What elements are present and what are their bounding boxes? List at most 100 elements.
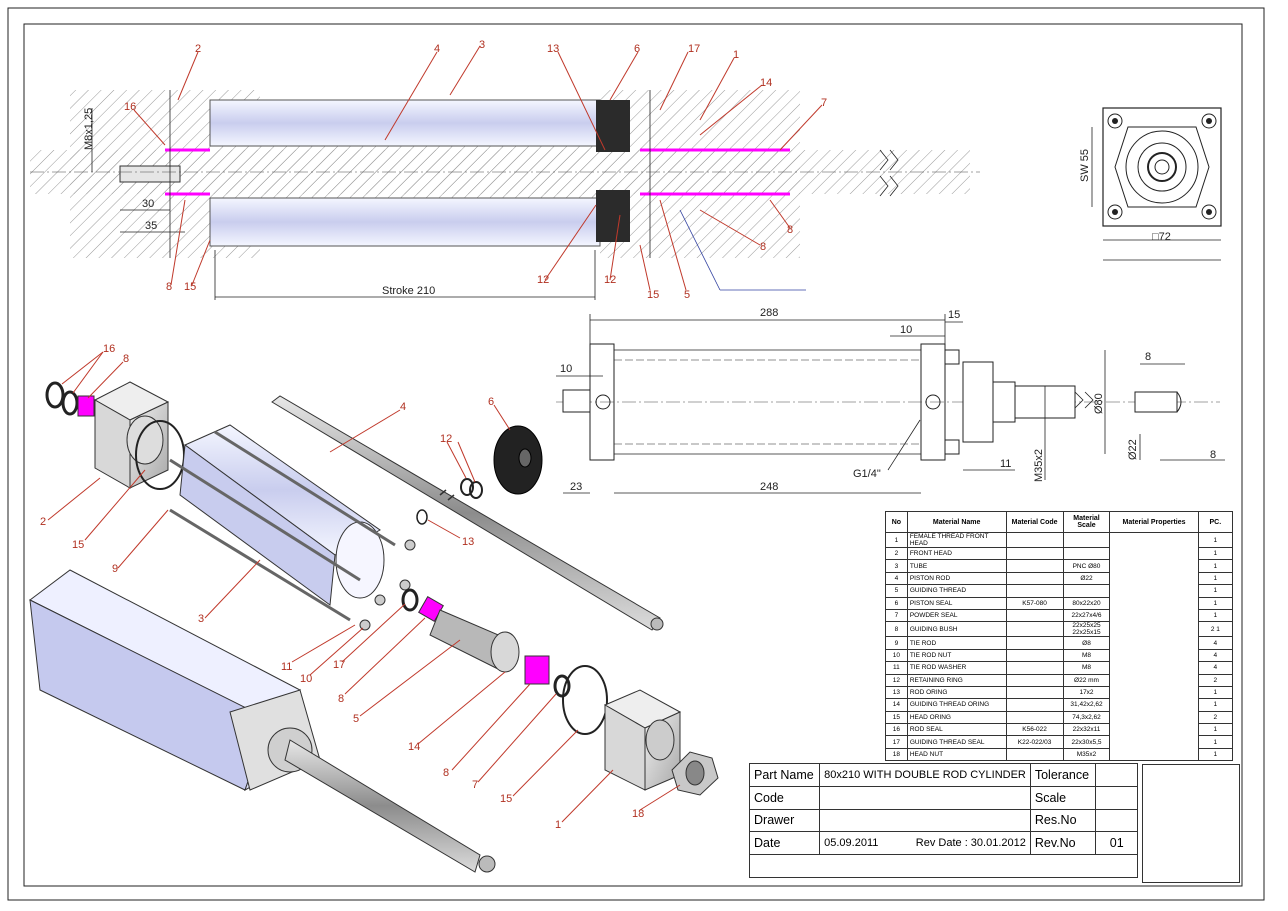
bom-cell-name: TUBE <box>906 559 1007 573</box>
date-value: 05.09.2011 <box>819 831 893 856</box>
bom-cell-pc: 1 <box>1197 546 1234 561</box>
bom-cell-code <box>1005 661 1064 675</box>
callout-s8: 8 <box>166 281 172 293</box>
side-view: 288 10 15 10 G1/4" 23 248 11 M35x2 Ø80 8… <box>556 307 1225 494</box>
callout-s8c: 8 <box>787 224 793 236</box>
bom-cell-no: 8 <box>885 621 908 638</box>
callout-e2: 2 <box>40 516 46 528</box>
bom-cell-pc: 1 <box>1197 608 1234 623</box>
callout-s16: 16 <box>124 101 136 113</box>
bom-cell-scale: 31,42x2,62 <box>1062 698 1111 712</box>
callout-s12a: 12 <box>537 274 549 286</box>
callout-s3: 3 <box>479 39 485 51</box>
bom-cell-no: 14 <box>885 698 908 712</box>
callout-e4: 4 <box>400 401 406 413</box>
dim-stroke: Stroke 210 <box>382 285 435 297</box>
dim-sw55: SW 55 <box>1079 149 1091 182</box>
bom-header-props: Material Properties <box>1109 511 1199 533</box>
bom-cell-no: 4 <box>885 571 908 586</box>
bom-cell-scale: 80x22x20 <box>1062 596 1111 610</box>
bom-cell-code <box>1005 698 1064 712</box>
bom-cell-code: K56-022 <box>1005 723 1064 737</box>
bom-header-row: No Material Name Material Code Material … <box>885 511 1234 533</box>
bom-cell-no: 17 <box>885 735 908 749</box>
callout-e8a: 8 <box>123 353 129 365</box>
bom-cell-name: HEAD NUT <box>906 747 1007 762</box>
title-row-blank <box>749 854 1138 878</box>
bom-cell-name: GUIDING THREAD <box>906 584 1007 598</box>
bom-cell-code <box>1005 621 1064 638</box>
callout-e8c: 8 <box>443 767 449 779</box>
callout-s6: 6 <box>634 43 640 55</box>
bom-cell-pc: 1 <box>1197 571 1234 586</box>
tolerance-value <box>1095 763 1138 787</box>
callout-s12b: 12 <box>604 274 616 286</box>
dim-15: 15 <box>948 309 960 321</box>
bom-cell-scale: Ø8 <box>1062 636 1111 650</box>
bom-cell-name: GUIDING THREAD SEAL <box>906 735 1007 749</box>
bom-cell-scale: 22x27x4/6 <box>1062 608 1111 623</box>
inner-frame <box>23 23 1243 887</box>
bom-cell-no: 9 <box>885 636 908 650</box>
bom-cell-name: RETAINING RING <box>906 673 1007 687</box>
bom-cell-code <box>1005 673 1064 687</box>
bom-cell-pc: 1 <box>1197 685 1234 700</box>
drawer-label: Drawer <box>748 808 821 833</box>
callout-e17: 17 <box>333 659 345 671</box>
callout-e11: 11 <box>281 661 292 673</box>
bom-cell-pc: 1 <box>1197 559 1234 573</box>
bom-cell-code: K57-080 <box>1005 596 1064 610</box>
title-row-date: Date 05.09.2011 Rev Date : 30.01.2012 Re… <box>748 831 1138 856</box>
bom-cell-no: 3 <box>885 559 908 573</box>
callout-s13: 13 <box>547 43 559 55</box>
callout-s2: 2 <box>195 43 201 55</box>
bom-cell-code <box>1005 648 1064 663</box>
callout-e7: 7 <box>472 779 478 791</box>
callout-e15b: 15 <box>500 793 512 805</box>
dim-port: G1/4" <box>853 468 881 480</box>
resno-value <box>1095 808 1138 833</box>
callout-s1: 1 <box>733 49 739 61</box>
bom-cell-name: TIE ROD WASHER <box>906 661 1007 675</box>
dim-35: 35 <box>145 220 157 232</box>
dim-8b: 8 <box>1210 449 1216 461</box>
scale-value <box>1095 785 1138 810</box>
callout-e15a: 15 <box>72 539 84 551</box>
part-name-value: 80x210 WITH DOUBLE ROD CYLINDER <box>819 763 1031 787</box>
bom-cell-code <box>1005 584 1064 598</box>
bom-cell-no: 12 <box>885 673 908 687</box>
bom-cell-scale: M8 <box>1062 648 1111 663</box>
bom-cell-scale: M8 <box>1062 661 1111 675</box>
title-row-drawer: Drawer Res.No <box>748 808 1138 833</box>
bom-cell-no: 1 <box>885 532 908 548</box>
callout-e8b: 8 <box>338 693 344 705</box>
bom-cell-scale: PNC Ø80 <box>1062 559 1111 573</box>
bom-cell-pc: 2 1 <box>1197 621 1234 638</box>
title-block: Part Name 80x210 WITH DOUBLE ROD CYLINDE… <box>748 763 1138 878</box>
bom-cell-scale <box>1062 584 1111 598</box>
bom-cell-pc: 4 <box>1197 648 1234 663</box>
bom-cell-pc: 2 <box>1197 673 1234 687</box>
bom-cell-name: ROD SEAL <box>906 723 1007 737</box>
callout-s15: 15 <box>184 281 196 293</box>
bom-cell-scale: 17x2 <box>1062 685 1111 700</box>
logo-box <box>1142 764 1240 883</box>
revno-value: 01 <box>1095 831 1138 856</box>
dim-10a: 10 <box>900 324 912 336</box>
callout-e18: 18 <box>632 808 644 820</box>
dim-23: 23 <box>570 481 582 493</box>
drawer-value <box>819 808 1031 833</box>
bom-cell-no: 16 <box>885 723 908 737</box>
bom-cell-scale: 22x30x5,5 <box>1062 735 1111 749</box>
bom-table: No Material Name Material Code Material … <box>885 511 1234 762</box>
